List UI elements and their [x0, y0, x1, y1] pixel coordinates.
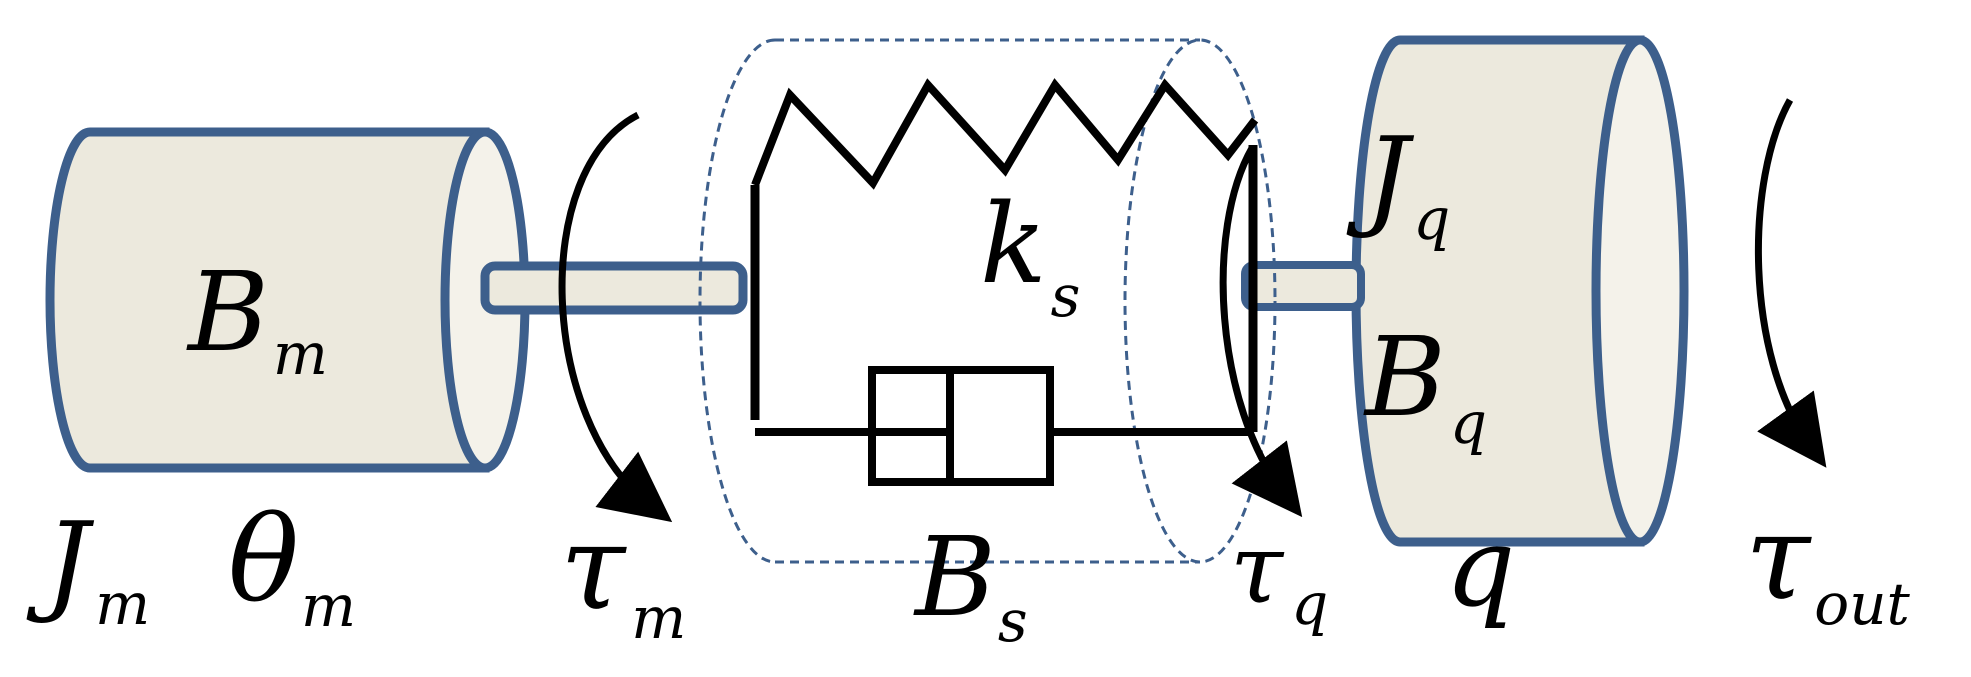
housing-right-face: [1123, 38, 1277, 564]
output-torque-label: τout: [1745, 488, 1911, 638]
transmission-housing: [698, 38, 1277, 564]
damper-icon: [755, 366, 1253, 486]
spring-damping-label: Bs: [913, 513, 1028, 655]
housing-outline: [698, 38, 1200, 564]
motor-cylinder-icon: [45, 127, 530, 473]
spring-icon: [751, 78, 1259, 190]
link-cylinder-body: [1351, 35, 1645, 547]
motor-damping-label: Bm: [186, 248, 328, 388]
motor-angle-label: θm: [228, 490, 356, 640]
torque-arrow-icon: [1219, 146, 1303, 518]
link-damping-label: Bq: [1363, 313, 1487, 457]
spring-stiffness-label: ks: [980, 180, 1080, 330]
link-cylinder-icon: [1351, 35, 1689, 547]
damper-cup: [868, 366, 1050, 486]
link-shaft: [1241, 261, 1365, 311]
torque-arrow-icon: [558, 111, 673, 523]
torque-arrow-icon: [1754, 98, 1827, 468]
link-position-label: q: [1445, 503, 1515, 631]
motor-shaft: [480, 261, 748, 315]
link-cylinder-face: [1591, 35, 1689, 547]
motor-cylinder-body: [45, 127, 490, 473]
damper-piston: [946, 366, 1054, 486]
